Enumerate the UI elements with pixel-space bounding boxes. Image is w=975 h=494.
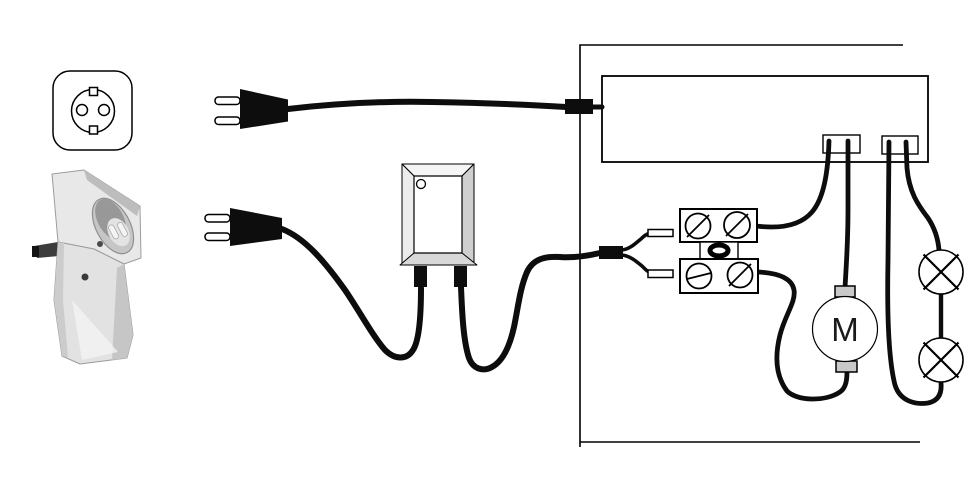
- lamp-cross-line: [922, 341, 960, 379]
- motor-terminal-bottom: [835, 360, 858, 373]
- socket-pin-hole-right: [97, 103, 111, 117]
- plug-pin: [214, 96, 241, 106]
- bridge-link-icon: [707, 242, 731, 259]
- wire-ferrule-upper: [647, 228, 674, 238]
- motor-label: M: [831, 311, 859, 348]
- control-box-leg-left: [414, 266, 427, 287]
- wire-tab-to-lamp2: [885, 139, 944, 406]
- plug-pin: [204, 232, 231, 242]
- socket-earth-clip-bottom: [88, 125, 99, 135]
- socket-pin-hole-left: [75, 103, 89, 117]
- control-box-frame-left: [401, 163, 415, 266]
- terminal-screw-slot: [728, 263, 752, 287]
- adapter-head-bevel: [84, 170, 140, 216]
- wire-tab-to-motor: [842, 138, 851, 291]
- screw-terminal-block-lower: [679, 258, 759, 294]
- terminal-screw-slot: [686, 214, 710, 238]
- appliance-enclosure-outline: [579, 44, 920, 447]
- europlug-top-icon: [214, 89, 288, 129]
- plug-through-adapter-icon: [32, 169, 142, 365]
- lamp-icon-1: [918, 249, 964, 295]
- europlug-bottom-icon: [204, 208, 282, 246]
- wire-terminal-to-motor-bottom: [755, 269, 850, 402]
- adapter-body-side-shade: [112, 264, 133, 360]
- split-wire-lower: [620, 253, 653, 275]
- power-cord-bottom-right: [458, 250, 603, 373]
- indicator-led-icon: [415, 178, 427, 190]
- control-box-leg-right: [454, 266, 467, 287]
- socket-earth-clip-top: [88, 86, 99, 97]
- adapter-pin: [34, 242, 59, 258]
- adapter-body-highlight: [72, 300, 118, 360]
- terminal-screw-slot: [725, 213, 749, 237]
- lamp-icon-2: [918, 337, 964, 383]
- plug-body: [230, 208, 282, 246]
- connector-tab-left: [822, 134, 861, 154]
- motor-icon: M: [811, 285, 879, 373]
- cable-gland-bottom: [599, 246, 623, 259]
- terminal-screw-slot: [686, 272, 712, 280]
- adapter-pin-tip: [32, 246, 39, 257]
- adapter-body-left-shade: [54, 242, 68, 357]
- power-cord-top: [285, 98, 569, 112]
- wire-ferrule-lower: [647, 269, 674, 279]
- plug-body: [240, 89, 288, 129]
- control-box-icon: [399, 163, 478, 287]
- adapter-socket-recess: [91, 197, 135, 255]
- power-cord-bottom-left: [279, 226, 424, 361]
- cable-gland-top: [565, 99, 593, 114]
- schuko-wall-socket-icon: [52, 70, 133, 151]
- motor-body: [811, 295, 879, 363]
- split-wire-upper: [620, 231, 652, 252]
- adapter-recess-screw: [97, 241, 103, 247]
- wire-terminal-to-tab: [753, 138, 832, 230]
- plug-pin: [214, 116, 241, 126]
- screw-terminal-block-upper: [679, 208, 758, 243]
- terminal-strip-box: [601, 75, 929, 163]
- lamp-cross-line: [922, 253, 960, 291]
- motor-terminal-top: [834, 285, 856, 298]
- adapter-front-screw: [81, 273, 89, 281]
- control-box-frame-right: [461, 163, 475, 266]
- wire-tab-to-lamp1: [903, 139, 942, 253]
- plug-pin: [204, 213, 231, 223]
